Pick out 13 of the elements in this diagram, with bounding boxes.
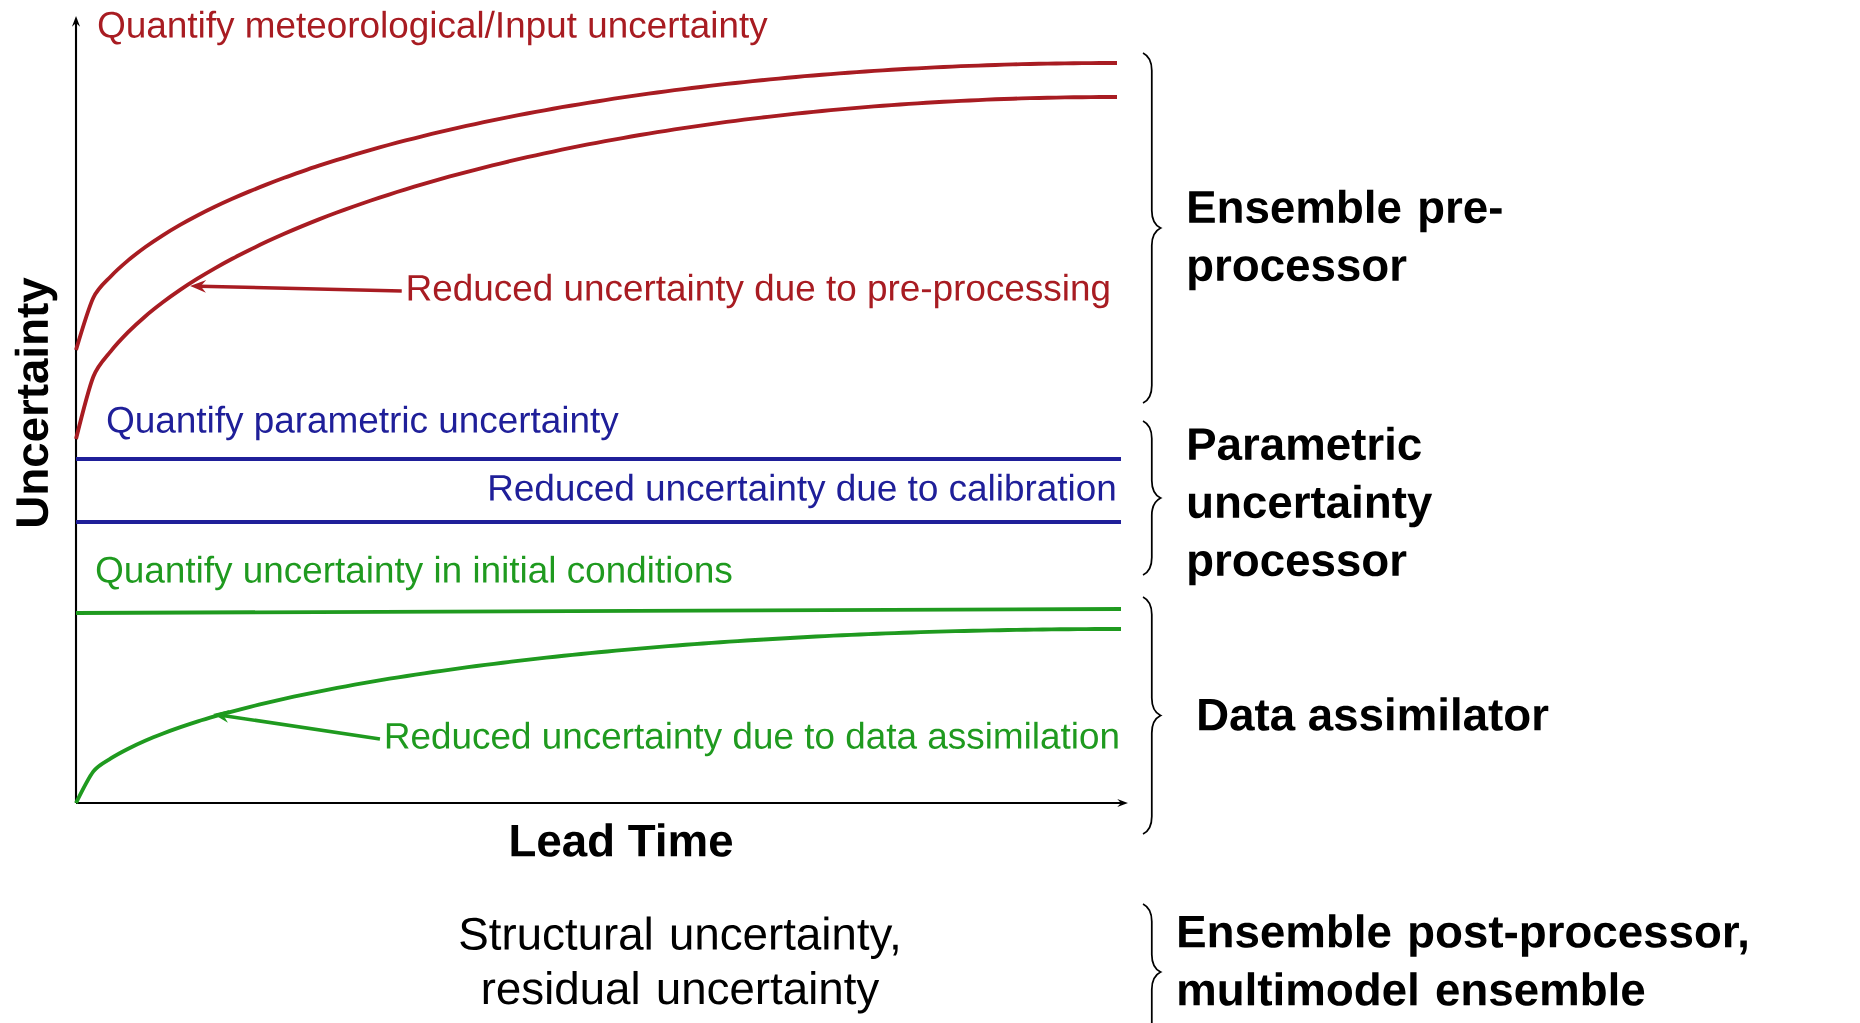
heading: Parametric uncertainty processor	[1188, 426, 1433, 586]
annotation-text: Quantify uncertainty in initial conditions	[96, 555, 732, 591]
annotation-text: Quantify meteorological/Input uncertainty	[98, 10, 768, 46]
heading: Ensemble pre- processor	[1189, 189, 1502, 291]
heading: Ensemble post-processor, multimodel ensemble	[1179, 914, 1747, 1006]
annotation-text: Reduced uncertainty due to data assimilation	[386, 721, 1118, 757]
note-text: Structural uncertainty, residual uncertainty	[460, 916, 898, 1014]
heading: Data assimilator	[1199, 697, 1549, 731]
heading: Lead Time	[511, 823, 732, 857]
axis-title: Uncertainty	[14, 277, 58, 526]
annotation-text: Reduced uncertainty due to calibration	[490, 473, 1115, 509]
annotation-text: Quantify parametric uncertainty	[107, 405, 619, 441]
annotation-text: Reduced uncertainty due to pre-processing	[408, 273, 1109, 309]
